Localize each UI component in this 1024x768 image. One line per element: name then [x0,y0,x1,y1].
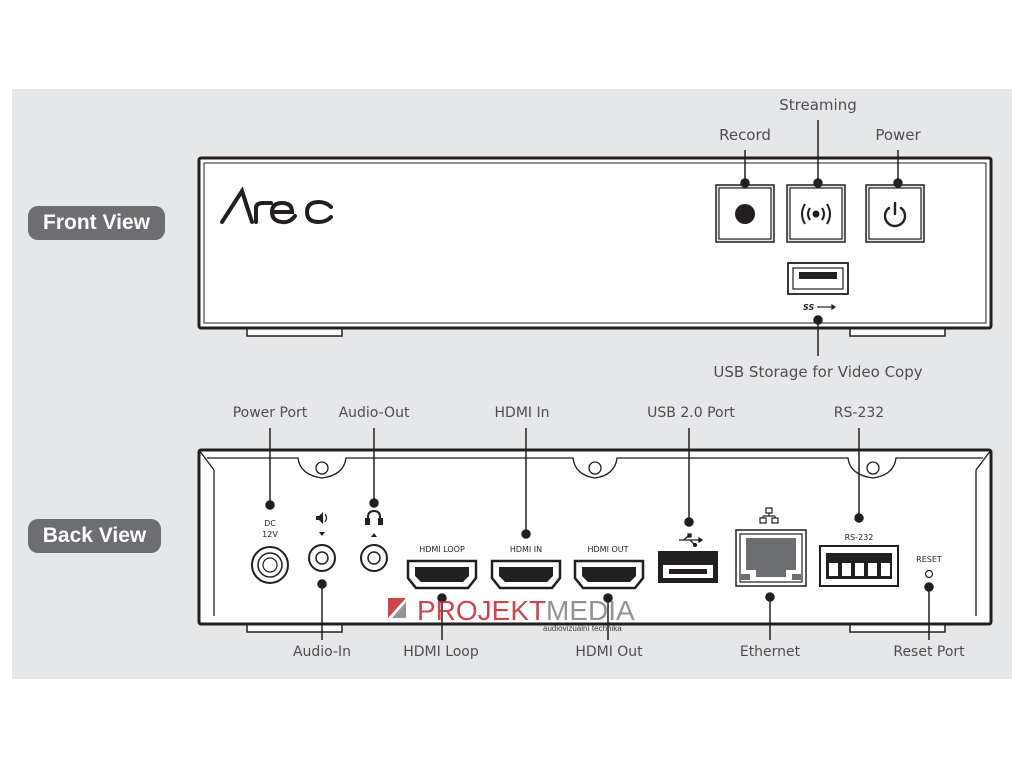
ethernet-port [735,529,807,587]
hdmi-loop-port [406,559,478,590]
usb-ss-label: SS [803,303,814,312]
audio-out-callout: Audio-Out [338,405,410,421]
speaker-icon [316,512,328,536]
power-button [865,184,925,243]
back-callout-lines [265,428,934,640]
hdmi-out-port [573,559,645,590]
watermark-tagline: audiovizuální technika [543,624,622,633]
headphone-icon [365,509,383,537]
projektmedia-watermark: PROJEKT MEDIA audiovizuální technika [388,595,635,633]
record-button [715,184,775,243]
audio-out-jack [360,544,388,572]
front-view-badge: Front View [28,206,165,240]
hdmi-in-callout: HDMI In [494,405,550,421]
arec-logo [220,186,333,225]
streaming-button [786,184,846,243]
record-callout: Record [719,126,771,144]
hdmi-loop-callout: HDMI Loop [403,644,479,660]
watermark-name-a: PROJEKT [417,595,546,626]
dc-voltage-label: 12V [262,530,278,539]
hdmi-out-label: HDMI OUT [587,545,628,554]
power-callout: Power [875,126,921,144]
usb-symbol-icon [817,303,837,311]
power-port-callout: Power Port [232,405,308,421]
rs232-terminal [819,545,899,587]
hdmi-in-port [490,559,562,590]
dc-label: DC [264,519,276,528]
reset-panel-label: RESET [916,555,942,564]
reset-port-callout: Reset Port [893,644,965,660]
front-callout-lines [740,120,903,356]
front-usb-port [787,262,849,295]
ethernet-callout: Ethernet [739,644,801,660]
reset-hole [924,569,934,579]
usb-2-port-callout: USB 2.0 Port [647,405,735,421]
usb-trident-icon [679,533,704,548]
hdmi-out-callout: HDMI Out [575,644,643,660]
back-view-badge: Back View [28,519,161,553]
rs232-callout: RS-232 [833,405,885,421]
usb-2-port [658,551,718,583]
dc-power-jack [251,546,289,584]
network-icon [759,507,779,524]
hdmi-in-label: HDMI IN [510,545,542,554]
watermark-name-b: MEDIA [546,595,635,626]
rs232-panel-label: RS-232 [845,533,874,542]
audio-in-callout: Audio-In [292,644,352,660]
usb-storage-callout: USB Storage for Video Copy [713,363,923,381]
hdmi-loop-label: HDMI LOOP [419,545,465,554]
streaming-callout: Streaming [779,96,857,114]
audio-in-jack [308,544,336,572]
